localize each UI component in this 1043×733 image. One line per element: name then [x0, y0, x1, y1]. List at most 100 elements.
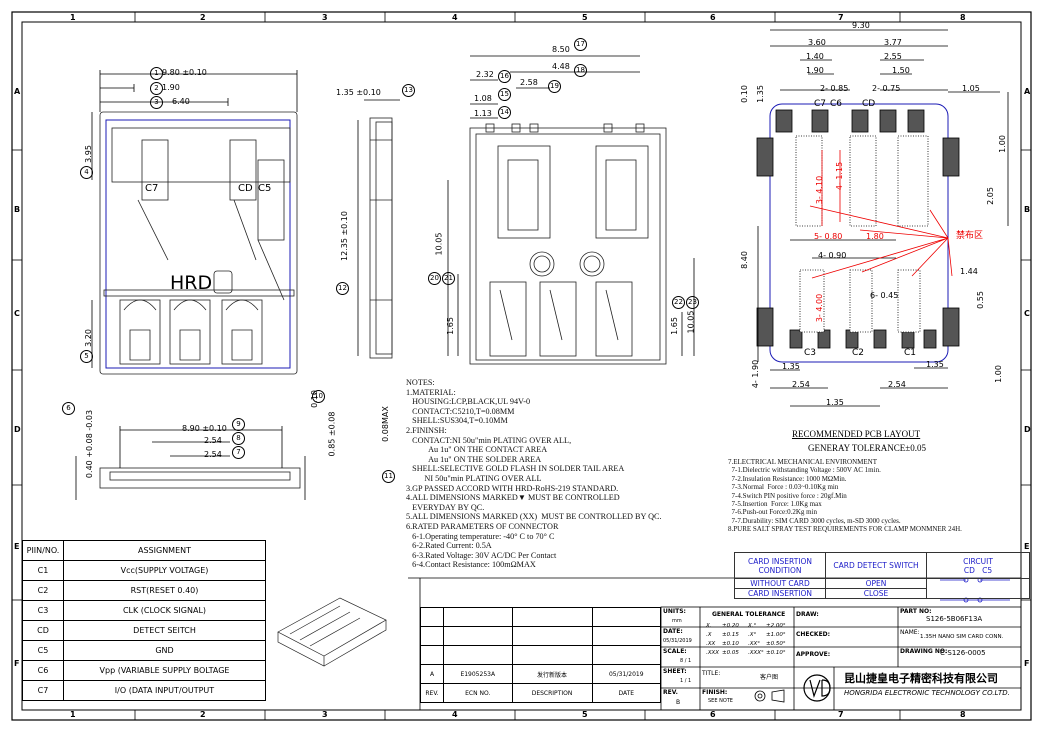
company-logo — [803, 674, 831, 702]
pcb-dim-26: 1.35 — [926, 360, 944, 369]
elec-line-4: 7-4.Switch PIN positive force : 20gf.Min — [728, 491, 847, 500]
rev-desc: 发行新版本 — [511, 664, 593, 684]
grid-row-A: A — [14, 87, 21, 96]
tol-cell: .X — [706, 632, 712, 638]
tol-cell: .XX — [706, 641, 716, 647]
dim-2-58: 2.58 — [520, 78, 538, 87]
assign-desc: DETECT SEITCH — [63, 620, 266, 641]
pcb-dim-1: 3.60 — [808, 38, 826, 47]
pcb-layout — [756, 29, 1009, 407]
pcb-dim-16: 4- 0.90 — [818, 251, 847, 260]
pad-label-c6: C6 — [830, 99, 843, 109]
elec-line-1: 7-1.Dielectric withstanding Voltage : 50… — [728, 466, 881, 475]
cd-row-2-switch: CLOSE — [825, 588, 927, 599]
electrical-environment: 7.ELECTRICAL MECHANICAL ENVIRONMENT 7-1.… — [728, 458, 1038, 534]
side-view — [357, 99, 400, 359]
pad-label-cd: CD — [862, 99, 876, 109]
balloon-20: 20 — [428, 272, 441, 285]
note-line-6: CONTACT:NI 50u"min PLATING OVER ALL, — [406, 435, 572, 445]
grid-col-8: 8 — [960, 13, 966, 22]
tb-partno: S126-5B06F13A — [926, 615, 983, 623]
tb-date-label: DATE: — [663, 628, 683, 635]
dim-1-35: 1.35 ±0.10 — [336, 88, 381, 97]
pad-label-c1: C1 — [904, 348, 917, 358]
tb-scale-label: SCALE: — [663, 648, 687, 655]
assign-pin: C7 — [22, 680, 64, 701]
pcb-caption-2: GENERAY TOLERANCE±0.05 — [808, 443, 926, 453]
note-line-0: NOTES: — [406, 378, 435, 387]
assign-pin: C2 — [22, 580, 64, 601]
tol-cell: ±2.00° — [766, 623, 786, 629]
cd-circuit-label: CIRCUIT — [963, 556, 993, 566]
assign-desc: CLK (CLOCK SIGNAL) — [63, 600, 266, 621]
grid-row-right-C: C — [1024, 309, 1030, 318]
cd-circuit-cd: CD — [963, 565, 975, 575]
assign-pin: C1 — [22, 560, 64, 581]
dim-8-50: 8.50 — [552, 45, 570, 54]
pcb-dim-27: 2.54 — [792, 380, 810, 389]
grid-row-right-D: D — [1024, 425, 1031, 434]
tb-title-label: TITLE: — [702, 670, 721, 677]
pcb-dim-25: 1.35 — [782, 362, 800, 371]
note-line-10: NI 50u"min PLATING OVER ALL — [406, 473, 542, 483]
balloon-11: 11 — [382, 470, 395, 483]
pad-label-c2: C2 — [852, 348, 865, 358]
grid-row-right-A: A — [1024, 87, 1031, 96]
rev-h-ecn: ECN NO. — [443, 683, 513, 703]
tb-rev-label: REV. — [663, 689, 678, 696]
tb-scale: 8 / 1 — [680, 658, 692, 664]
grid-col-bottom-5: 5 — [582, 710, 588, 719]
tb-units-label: UNITS: — [663, 608, 686, 615]
tb-name: 1.35H NANO SIM CARD CONN. — [920, 634, 1004, 640]
grid-row-C: C — [14, 309, 20, 318]
tol-cell: .XX° — [748, 641, 761, 647]
pcb-dim-2: 3.77 — [884, 38, 902, 47]
balloon-14: 14 — [498, 106, 511, 119]
pcb-dim-7: 2- 0.85 — [820, 84, 849, 93]
assign-pin: CD — [22, 620, 64, 641]
tol-cell: X.° — [748, 623, 757, 629]
label-c7: C7 — [145, 183, 159, 194]
pcb-dim-9: 1.05 — [962, 84, 980, 93]
assign-pin: C5 — [22, 640, 64, 661]
dim-0-40: 0.40 +0.08 -0.03 — [85, 409, 95, 479]
dim-3-20: 3.20 — [83, 329, 93, 347]
grid-col-bottom-1: 1 — [70, 710, 76, 719]
rev-h-date: DATE — [591, 683, 662, 703]
note-line-9: SHELL:SELECTIVE GOLD FLASH IN SOLDER TAI… — [406, 464, 625, 474]
note-line-4: SHELL:SUS304,T=0.10MM — [406, 416, 508, 426]
tb-date: 05/31/2019 — [663, 638, 692, 644]
assign-pin: C3 — [22, 600, 64, 621]
tb-title-value: 客户图 — [760, 674, 779, 681]
note-line-2: HOUSING:LCP,BLACK,UL 94V-0 — [406, 397, 531, 407]
grid-col-7: 7 — [838, 13, 844, 22]
tol-cell: ±0.15 — [722, 632, 739, 638]
note-line-1: 1.MATERIAL: — [406, 387, 456, 397]
label-c5: C5 — [258, 183, 272, 194]
note-line-15: 6.RATED PARAMETERS OF CONNECTOR — [406, 521, 559, 531]
rev-date: 05/31/2019 — [591, 664, 662, 684]
grid-col-bottom-2: 2 — [200, 710, 206, 719]
assign-desc: RST(RESET 0.40) — [63, 580, 266, 601]
pcb-dim-28: 2.54 — [888, 380, 906, 389]
pcb-dim-10: 0.10 — [739, 85, 749, 103]
pcb-dim-3: 1.40 — [806, 52, 824, 61]
tb-checked-label: CHECKED: — [796, 631, 831, 638]
grid-col-bottom-3: 3 — [322, 710, 328, 719]
grid-row-F: F — [14, 659, 20, 668]
balloon-13: 13 — [402, 84, 415, 97]
cd-head-2: CARD DETECT SWITCH — [825, 552, 927, 579]
balloon-17: 17 — [574, 38, 587, 51]
note-line-17: 6-2.Rated Current: 0.5A — [406, 541, 492, 551]
rev-h-rev: REV. — [420, 683, 444, 703]
tb-company-en: HONGRIDA ELECTRONIC TECHNOLOGY CO.LTD. — [844, 689, 1010, 697]
dim-2-32: 2.32 — [476, 70, 494, 79]
assign-desc: I/O (DATA INPUT/OUTPUT — [63, 680, 266, 701]
pcb-dim-22: 6- 0.45 — [870, 291, 899, 300]
tol-cell: .XXX — [706, 650, 720, 656]
grid-row-right-F: F — [1024, 659, 1030, 668]
